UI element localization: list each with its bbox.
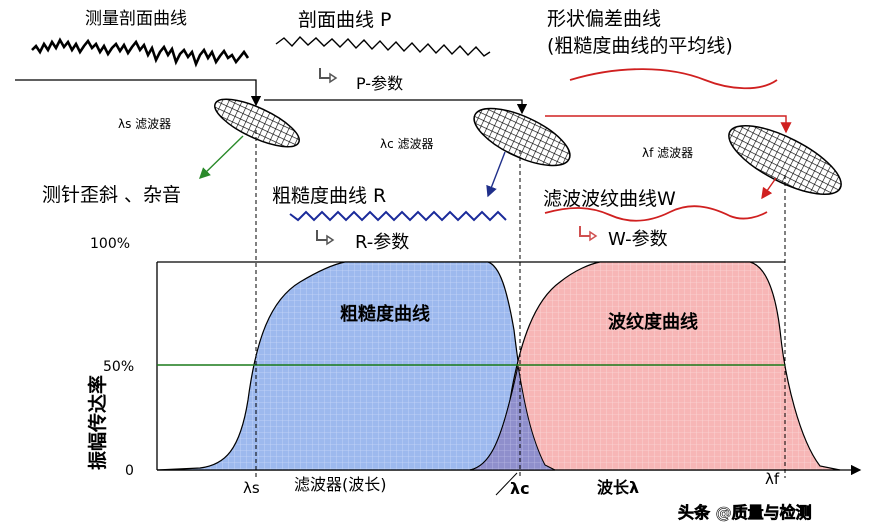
p-param-arrow-icon — [319, 68, 338, 84]
waviness-w-label: 滤波波纹曲线W — [543, 188, 676, 210]
stylus-noise-label: 测针歪斜 、杂音 — [42, 184, 181, 206]
lc-filter-label: λc 滤波器 — [380, 137, 434, 151]
y-tick-0: 0 — [125, 463, 134, 479]
w-param-arrow-icon — [579, 226, 598, 242]
flow-line-p — [264, 99, 528, 115]
filter-wavelength-label: 滤波器(波长) — [294, 475, 387, 494]
overlap-area — [469, 365, 556, 471]
roughness-arrow — [486, 151, 506, 198]
stylus-arrow — [198, 135, 244, 179]
roughness-area — [156, 261, 556, 471]
profile-p-label: 剖面曲线 P — [298, 9, 392, 31]
waviness-w-curve — [544, 205, 768, 222]
wavelength-label: 波长λ — [597, 478, 639, 497]
r-param-arrow-icon — [316, 230, 335, 246]
x-tick-lc: λc — [510, 479, 530, 498]
w-param-label: W-参数 — [608, 229, 668, 250]
x-tick-ls: λs — [243, 479, 260, 497]
form-deviation-curve — [569, 68, 778, 90]
profile-p-zigzag — [275, 35, 491, 57]
lc-filter-shape — [473, 107, 571, 167]
y-tick-50: 50% — [103, 359, 134, 375]
flow-line-input — [15, 79, 262, 107]
ls-filter-shape — [214, 98, 300, 148]
watermark-bg-text: 测量俱乐部 — [752, 501, 842, 522]
flow-line-red — [545, 115, 792, 134]
measured-profile-label: 测量剖面曲线 — [85, 9, 187, 29]
ls-filter-label: λs 滤波器 — [118, 117, 171, 131]
lf-filter-label: λf 滤波器 — [642, 146, 693, 160]
lf-filter-shape — [728, 124, 842, 196]
form-deviation-label-1: 形状偏差曲线 — [547, 8, 661, 30]
watermark-text: 头条 @质量与检测 — [678, 503, 812, 522]
y-axis-title: 振幅传达率 — [86, 375, 109, 470]
measured-profile-squiggle — [31, 37, 250, 68]
form-deviation-label-2: (粗糙度曲线的平均线) — [547, 35, 733, 57]
waviness-arrow — [761, 177, 777, 200]
lc-pointer-line — [495, 472, 518, 496]
waviness-region-label: 波纹度曲线 — [608, 311, 698, 333]
y-tick-100: 100% — [90, 236, 130, 252]
r-param-label: R-参数 — [355, 232, 409, 253]
roughness-region-label: 粗糙度曲线 — [340, 303, 430, 325]
roughness-r-wave — [289, 210, 507, 222]
roughness-r-label: 粗糙度曲线 R — [272, 185, 386, 207]
p-param-label: P-参数 — [356, 74, 403, 93]
x-tick-lf: λf — [765, 470, 780, 488]
